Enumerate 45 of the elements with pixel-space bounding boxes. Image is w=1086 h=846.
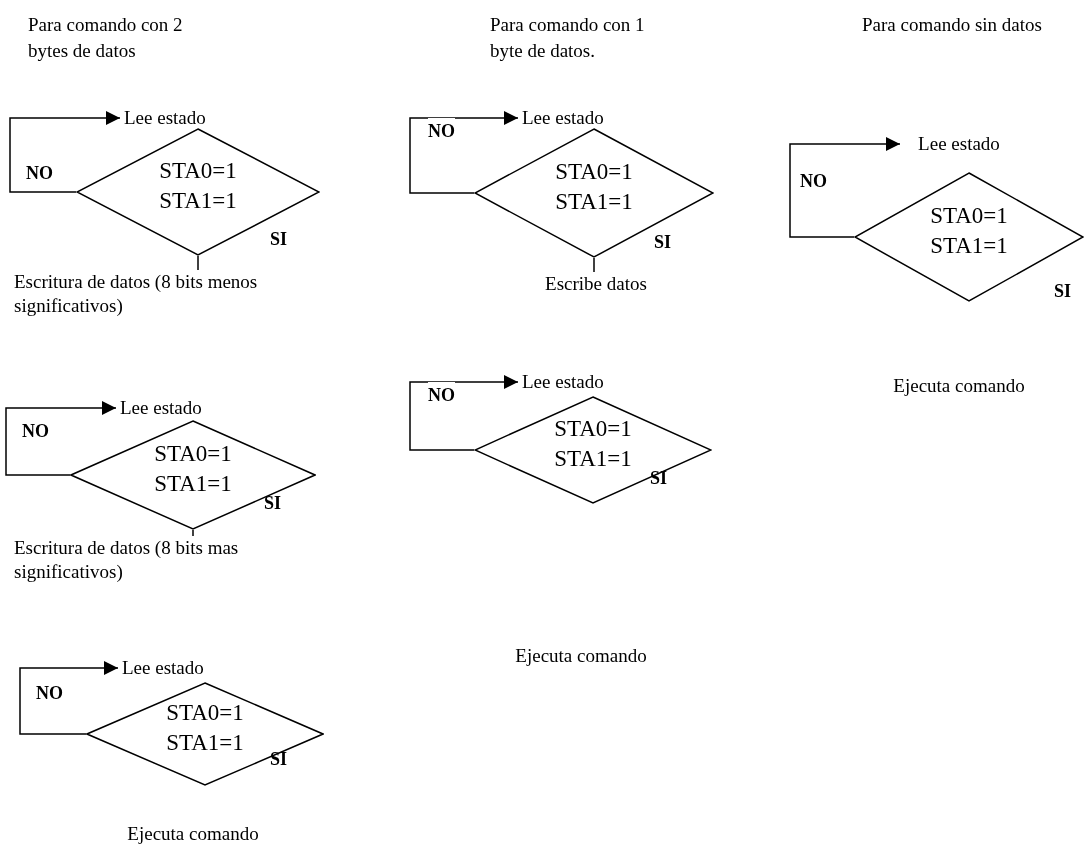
- decision-diamond: [474, 128, 714, 258]
- flow-arrow: [409, 375, 519, 451]
- branch-label: SI: [1054, 280, 1071, 303]
- branch-label: SI: [270, 228, 287, 251]
- column-heading: Para comando con 1 byte de datos.: [490, 13, 646, 63]
- step-text: Ejecuta comando: [506, 644, 656, 668]
- condition-text: STA0=1: [930, 203, 1008, 229]
- step-text: Lee estado: [122, 656, 232, 680]
- step-text: Escritura de datos (8 bits menos significativos): [14, 270, 314, 322]
- decision-diamond: [854, 172, 1084, 302]
- flow-arrow: [9, 111, 121, 193]
- condition-text: STA1=1: [154, 471, 232, 497]
- step-text: Ejecuta comando: [884, 374, 1034, 398]
- step-text: Escribe datos: [536, 272, 656, 296]
- condition-text: STA0=1: [554, 416, 632, 442]
- branch-label: SI: [650, 467, 667, 490]
- flow-arrow: [409, 111, 519, 194]
- condition-text: STA1=1: [159, 188, 237, 214]
- decision-diamond: [76, 128, 320, 256]
- step-text: Lee estado: [120, 396, 230, 420]
- condition-text: STA1=1: [554, 446, 632, 472]
- decision-diamond: [86, 682, 324, 786]
- condition-text: STA0=1: [166, 700, 244, 726]
- flow-arrow: [5, 401, 117, 476]
- condition-text: STA0=1: [159, 158, 237, 184]
- condition-text: STA0=1: [154, 441, 232, 467]
- condition-text: STA1=1: [930, 233, 1008, 259]
- decision-diamond: [70, 420, 316, 530]
- step-text: Lee estado: [522, 106, 632, 130]
- condition-text: STA1=1: [166, 730, 244, 756]
- branch-label: SI: [264, 492, 281, 515]
- column-heading: Para comando sin datos: [862, 13, 1043, 37]
- condition-text: STA1=1: [555, 189, 633, 215]
- step-text: Escritura de datos (8 bits mas significativos): [14, 536, 314, 588]
- step-text: Lee estado: [904, 132, 1014, 156]
- column-heading: Para comando con 2 bytes de datos: [28, 13, 184, 63]
- branch-label: SI: [654, 231, 671, 254]
- step-text: Lee estado: [522, 370, 632, 394]
- step-text: Lee estado: [124, 106, 234, 130]
- step-text: Ejecuta comando: [118, 822, 268, 846]
- decision-diamond: [474, 396, 712, 504]
- condition-text: STA0=1: [555, 159, 633, 185]
- flow-arrow: [789, 137, 901, 238]
- branch-label: SI: [270, 748, 287, 771]
- flow-arrow: [19, 661, 119, 735]
